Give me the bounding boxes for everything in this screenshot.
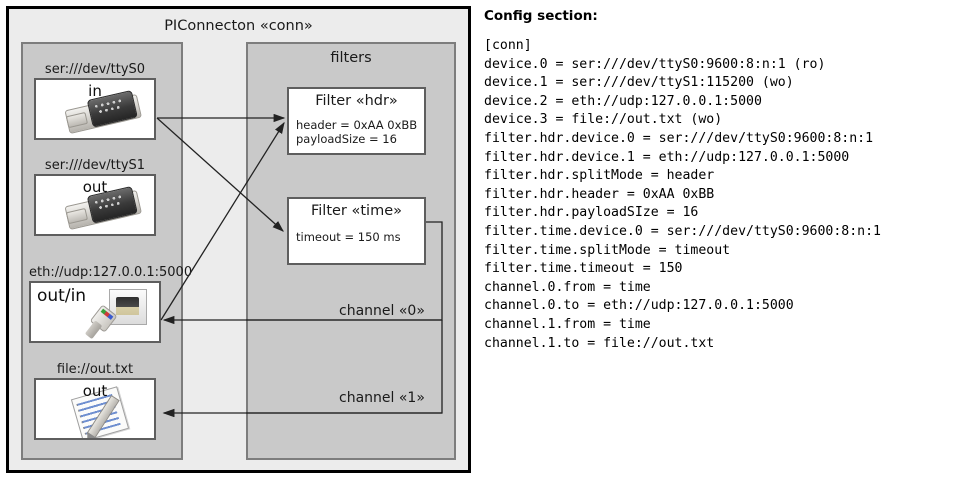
filter-title: Filter «hdr» [315, 93, 398, 109]
device-box[interactable]: in [34, 78, 156, 140]
filter-property: header = 0xAA 0xBB [296, 118, 418, 132]
config-line: filter.time.splitMode = timeout [484, 242, 731, 258]
config-line: channel.0.to = eth://udp:127.0.0.1:5000 [484, 298, 794, 314]
config-line: filter.hdr.splitMode = header [484, 168, 715, 184]
device-box[interactable]: out [34, 378, 156, 440]
config-line: device.3 = file://out.txt (wo) [484, 112, 723, 128]
filter-hdr-box[interactable]: Filter «hdr» header = 0xAA 0xBB payloadS… [287, 87, 426, 155]
config-line: [conn] [484, 38, 532, 53]
device-caption: file://out.txt [56, 362, 134, 377]
channel-1-label: channel «1» [339, 390, 425, 406]
ethernet-icon [83, 289, 159, 341]
device-caption: eth://udp:127.0.0.1:5000 [29, 265, 193, 280]
config-line: filter.hdr.device.1 = eth://udp:127.0.0.… [484, 149, 850, 165]
config-line: filter.hdr.header = 0xAA 0xBB [484, 186, 715, 202]
config-heading: Config section: [484, 8, 598, 24]
channel-0-label: channel «0» [339, 303, 425, 319]
connector-diagram: PIConnecton «conn» filters ser:///dev/tt… [6, 6, 471, 473]
filter-property: timeout = 150 ms [296, 230, 401, 244]
filter-property: payloadSize = 16 [296, 132, 397, 146]
filter-title: Filter «time» [310, 203, 403, 219]
device-direction-label: in [88, 82, 102, 100]
device-direction-label: out [82, 382, 108, 400]
filters-panel-title: filters [330, 50, 372, 66]
device-caption: ser:///dev/ttyS1 [44, 158, 146, 173]
config-line: device.0 = ser:///dev/ttyS0:9600:8:n:1 (… [484, 56, 826, 72]
config-section: Config section: [conn] device.0 = ser:///… [484, 8, 960, 353]
config-line: filter.time.device.0 = ser:///dev/ttyS0:… [484, 223, 881, 239]
config-lines: [conn] device.0 = ser:///dev/ttyS0:9600:8… [484, 37, 960, 353]
config-line: filter.time.timeout = 150 [484, 261, 683, 277]
config-line: channel.1.to = file://out.txt [484, 335, 715, 351]
config-line: filter.hdr.payloadSIze = 16 [484, 205, 699, 221]
device-node-ttys1[interactable]: ser:///dev/ttyS1 out [34, 157, 156, 236]
device-direction-label: out/in [37, 286, 87, 306]
filter-time-box[interactable]: Filter «time» timeout = 150 ms [287, 197, 426, 265]
config-line: channel.1.from = time [484, 316, 651, 332]
config-line: filter.hdr.device.0 = ser:///dev/ttyS0:9… [484, 130, 874, 146]
device-node-ethernet[interactable]: eth://udp:127.0.0.1:5000 out/in [29, 264, 193, 343]
device-caption: ser:///dev/ttyS0 [44, 62, 146, 77]
config-line: channel.0.from = time [484, 279, 651, 295]
device-box[interactable]: out [34, 174, 156, 236]
device-direction-label: out [82, 178, 108, 196]
diagram-title: PIConnecton «conn» [164, 18, 313, 34]
config-line: device.1 = ser:///dev/ttyS1:115200 (wo) [484, 75, 794, 91]
device-node-file[interactable]: file://out.txt out [34, 361, 156, 440]
device-node-ttys0[interactable]: ser:///dev/ttyS0 in [34, 61, 156, 140]
config-line: device.2 = eth://udp:127.0.0.1:5000 [484, 93, 762, 109]
device-box[interactable]: out/in [29, 281, 161, 343]
